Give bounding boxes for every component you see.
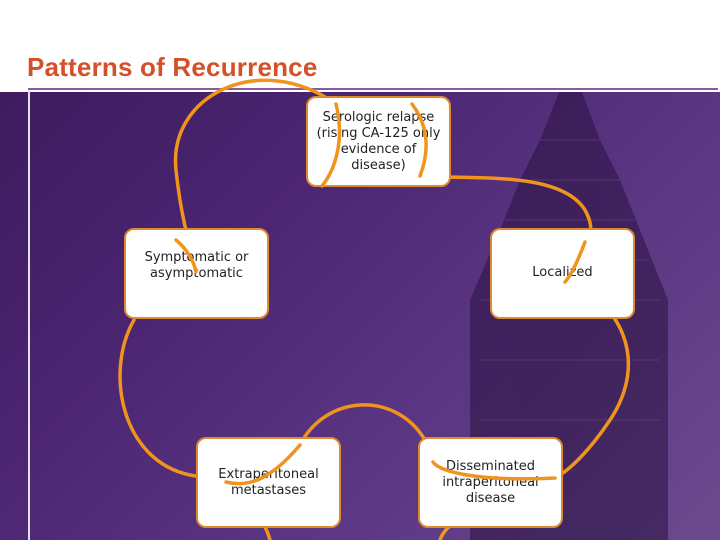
- node-localized-label: Localized: [532, 264, 593, 280]
- node-serologic-relapse-label: Serologic relapse (rising CA-125 only ev…: [316, 109, 441, 173]
- node-localized: Localized: [490, 228, 635, 319]
- node-symptomatic: Symptomatic or asymptomatic: [124, 228, 269, 319]
- left-rule: [28, 90, 30, 540]
- arc-bottom-right: [438, 524, 452, 540]
- node-symptomatic-label: Symptomatic or asymptomatic: [144, 249, 249, 281]
- title-rule: [28, 88, 718, 90]
- node-extraperitoneal: Extraperitoneal metastases: [196, 437, 341, 528]
- slide-title: Patterns of Recurrence: [27, 52, 318, 82]
- title-banner: [0, 0, 720, 92]
- node-serologic-relapse: Serologic relapse (rising CA-125 only ev…: [306, 96, 451, 187]
- node-disseminated-label: Disseminated intraperitoneal disease: [442, 458, 539, 506]
- node-extraperitoneal-label: Extraperitoneal metastases: [218, 466, 319, 498]
- node-disseminated: Disseminated intraperitoneal disease: [418, 437, 563, 528]
